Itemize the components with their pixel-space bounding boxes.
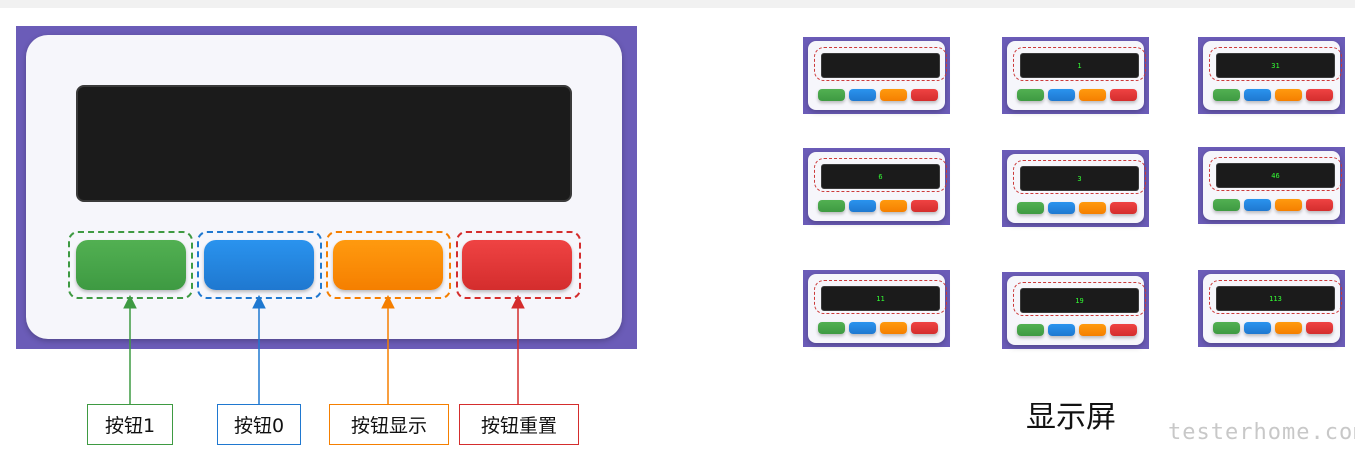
screen-highlight — [814, 158, 947, 192]
label-button-0: 按钮0 — [217, 404, 301, 445]
arrow-button-0 — [252, 294, 266, 404]
mini-orange-button[interactable] — [1079, 324, 1106, 336]
mini-red-button[interactable] — [1110, 324, 1137, 336]
mini-green-button[interactable] — [818, 200, 845, 212]
mini-display: 46 — [1216, 163, 1335, 188]
arrow-button-reset — [511, 294, 525, 404]
label-button-1: 按钮1 — [87, 404, 173, 445]
mini-panel: 11 — [808, 274, 947, 343]
mini-display: 11 — [821, 286, 940, 311]
mini-orange-button[interactable] — [1275, 322, 1302, 334]
mini-green-button[interactable] — [1213, 322, 1240, 334]
mini-panel: 19 — [1007, 276, 1146, 345]
mini-green-button[interactable] — [1213, 89, 1240, 101]
screen-highlight — [1013, 160, 1146, 194]
screen-highlight — [1209, 280, 1342, 314]
mini-red-button[interactable] — [1306, 199, 1333, 211]
mini-green-button[interactable] — [818, 89, 845, 101]
mini-display: 3 — [1020, 166, 1139, 191]
mini-panel: 6 — [808, 152, 947, 221]
mini-green-button[interactable] — [818, 322, 845, 334]
mini-red-button[interactable] — [1110, 89, 1137, 101]
mini-panel: 46 — [1203, 151, 1342, 220]
screen-highlight — [814, 47, 947, 81]
mini-panel: 113 — [1203, 274, 1342, 343]
mini-blue-button[interactable] — [849, 89, 876, 101]
mini-display — [821, 53, 940, 78]
mini-device: 11 — [803, 270, 950, 347]
main-device — [16, 26, 637, 349]
mini-display: 113 — [1216, 286, 1335, 311]
mini-blue-button[interactable] — [849, 322, 876, 334]
mini-device: 113 — [1198, 270, 1345, 347]
mini-red-button[interactable] — [911, 89, 938, 101]
mini-blue-button[interactable] — [1244, 322, 1271, 334]
arrow-button-show — [381, 294, 395, 404]
mini-green-button[interactable] — [1017, 89, 1044, 101]
mini-red-button[interactable] — [1306, 322, 1333, 334]
mini-red-button[interactable] — [1110, 202, 1137, 214]
screen-highlight — [1209, 47, 1342, 81]
mini-blue-button[interactable] — [1048, 89, 1075, 101]
screen-highlight — [814, 280, 947, 314]
watermark: testerhome.com — [1168, 420, 1355, 445]
mini-blue-button[interactable] — [1048, 324, 1075, 336]
mini-blue-button[interactable] — [1244, 89, 1271, 101]
arrow-button-1 — [123, 294, 137, 404]
mini-device — [803, 37, 950, 114]
mini-device: 46 — [1198, 147, 1345, 224]
mini-red-button[interactable] — [911, 200, 938, 212]
screen-highlight — [1209, 157, 1342, 191]
mini-panel: 1 — [1007, 41, 1146, 110]
orange-button[interactable] — [333, 240, 443, 290]
display-caption: 显示屏 — [1026, 400, 1116, 435]
mini-panel: 3 — [1007, 154, 1146, 223]
mini-green-button[interactable] — [1213, 199, 1240, 211]
mini-orange-button[interactable] — [1275, 199, 1302, 211]
red-button[interactable] — [462, 240, 572, 290]
mini-display: 31 — [1216, 53, 1335, 78]
top-bar — [0, 0, 1355, 8]
mini-green-button[interactable] — [1017, 202, 1044, 214]
mini-orange-button[interactable] — [880, 89, 907, 101]
mini-device: 6 — [803, 148, 950, 225]
screen-highlight — [1013, 282, 1146, 316]
mini-red-button[interactable] — [911, 322, 938, 334]
mini-orange-button[interactable] — [1079, 89, 1106, 101]
mini-orange-button[interactable] — [880, 322, 907, 334]
mini-display: 1 — [1020, 53, 1139, 78]
mini-device: 1 — [1002, 37, 1149, 114]
display-screen — [76, 85, 572, 202]
mini-blue-button[interactable] — [1048, 202, 1075, 214]
screen-highlight — [1013, 47, 1146, 81]
mini-orange-button[interactable] — [1079, 202, 1106, 214]
label-button-reset: 按钮重置 — [459, 404, 579, 445]
mini-device: 31 — [1198, 37, 1345, 114]
mini-orange-button[interactable] — [1275, 89, 1302, 101]
mini-display: 6 — [821, 164, 940, 189]
green-button[interactable] — [76, 240, 186, 290]
mini-blue-button[interactable] — [849, 200, 876, 212]
mini-blue-button[interactable] — [1244, 199, 1271, 211]
blue-button[interactable] — [204, 240, 314, 290]
mini-orange-button[interactable] — [880, 200, 907, 212]
device-panel — [26, 35, 622, 339]
mini-device: 3 — [1002, 150, 1149, 227]
label-button-show: 按钮显示 — [329, 404, 449, 445]
mini-red-button[interactable] — [1306, 89, 1333, 101]
mini-display: 19 — [1020, 288, 1139, 313]
mini-device: 19 — [1002, 272, 1149, 349]
mini-panel: 31 — [1203, 41, 1342, 110]
mini-green-button[interactable] — [1017, 324, 1044, 336]
mini-panel — [808, 41, 947, 110]
